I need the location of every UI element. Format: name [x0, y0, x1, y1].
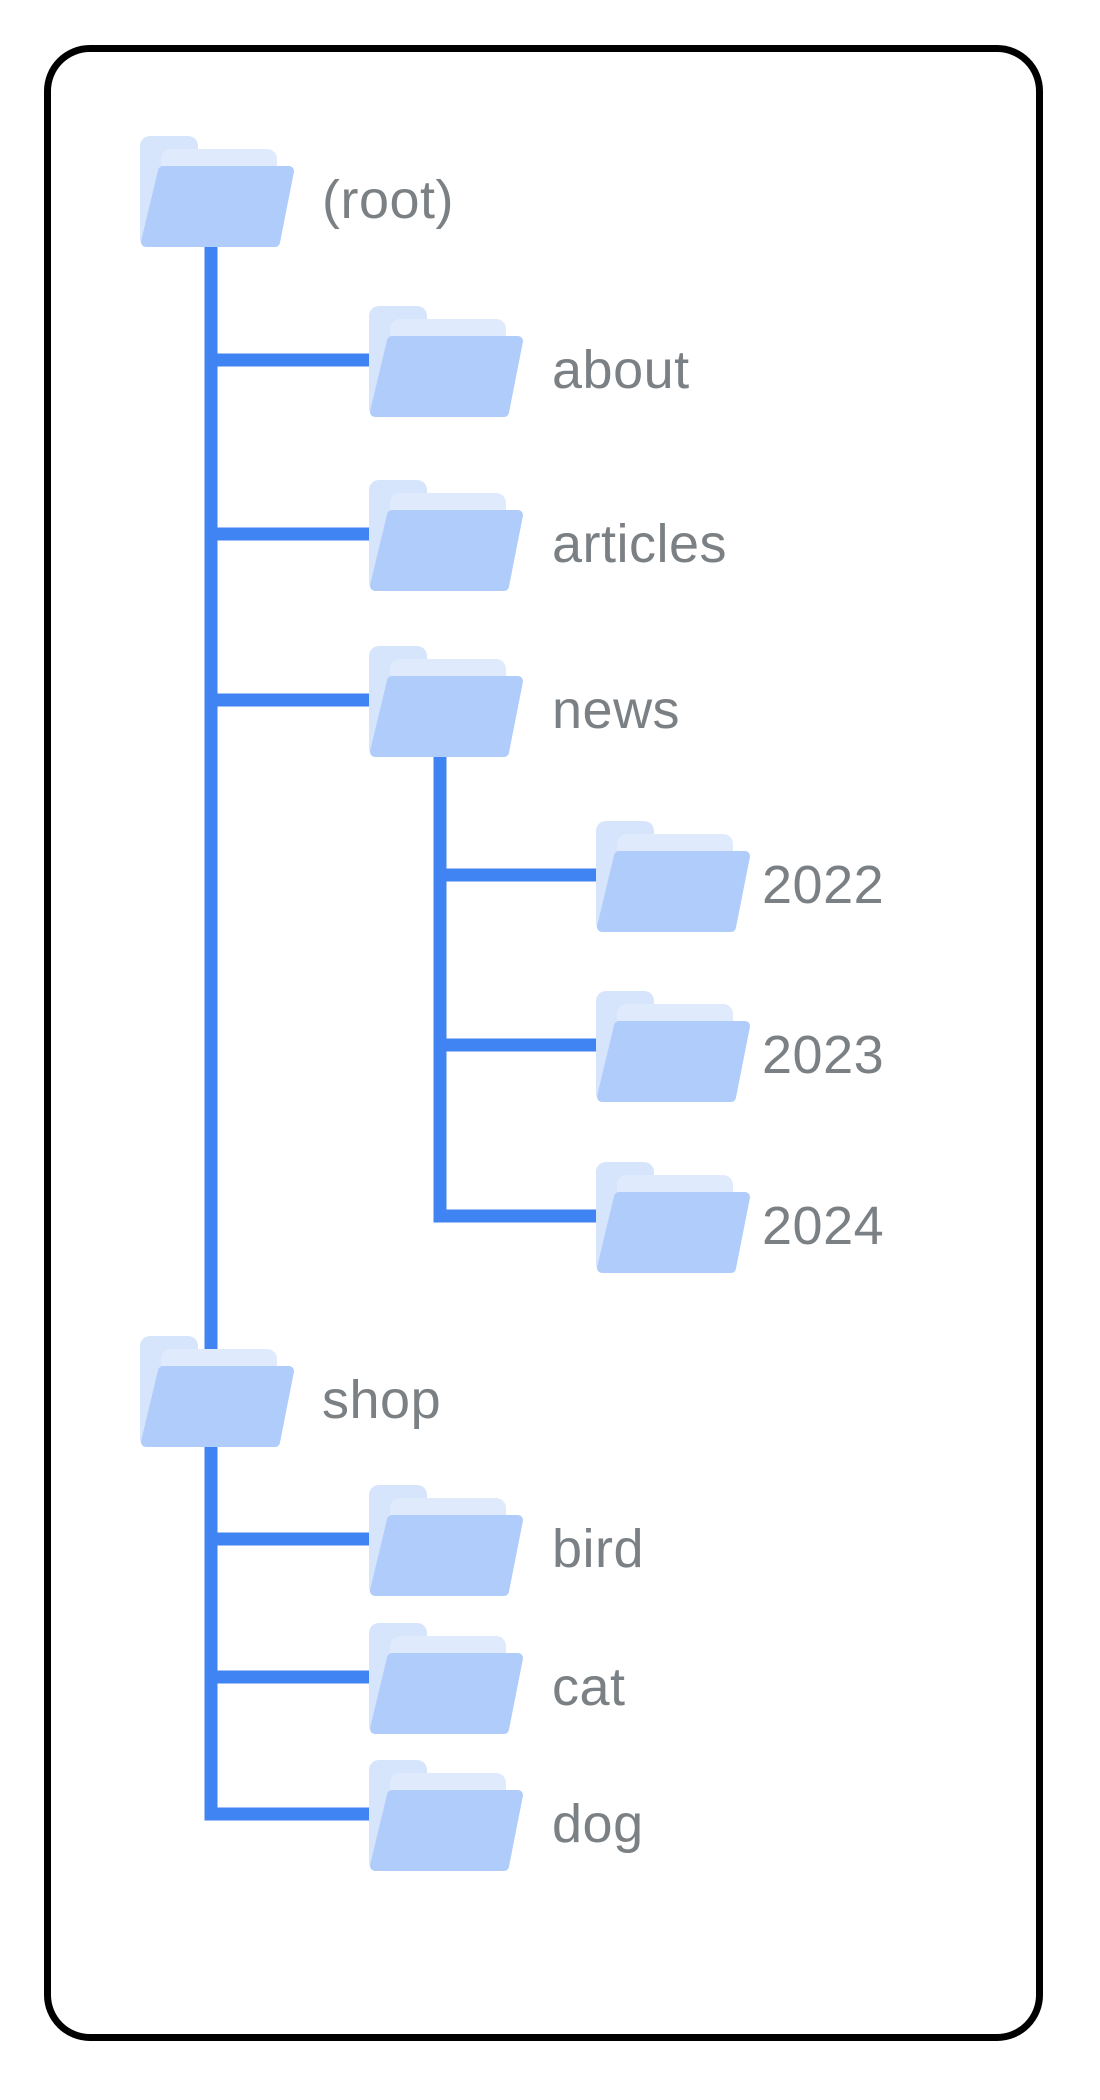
folder-icon-root — [139, 135, 294, 248]
folder-label-bird: bird — [552, 1519, 645, 1579]
folder-label-dog: dog — [552, 1794, 644, 1854]
folder-icon-y2023 — [595, 990, 750, 1103]
folder-label-about: about — [552, 340, 690, 400]
folder-label-root: (root) — [322, 170, 455, 230]
folder-icon-articles — [368, 479, 523, 592]
folder-icon-dog — [368, 1759, 523, 1872]
folder-icon-y2022 — [595, 820, 750, 933]
folder-label-y2024: 2024 — [762, 1196, 885, 1256]
folder-icon-bird — [368, 1484, 523, 1597]
folder-icon-cat — [368, 1622, 523, 1735]
folder-icon-shop — [139, 1335, 294, 1448]
folder-label-shop: shop — [322, 1370, 442, 1430]
folder-label-y2023: 2023 — [762, 1025, 885, 1085]
folder-label-news: news — [552, 680, 681, 740]
folder-label-y2022: 2022 — [762, 855, 885, 915]
folder-icon-news — [368, 645, 523, 758]
folder-icon-about — [368, 305, 523, 418]
rounded-frame-border — [44, 45, 1043, 2041]
folder-icon-y2024 — [595, 1161, 750, 1274]
folder-label-cat: cat — [552, 1657, 626, 1717]
folder-label-articles: articles — [552, 514, 728, 574]
